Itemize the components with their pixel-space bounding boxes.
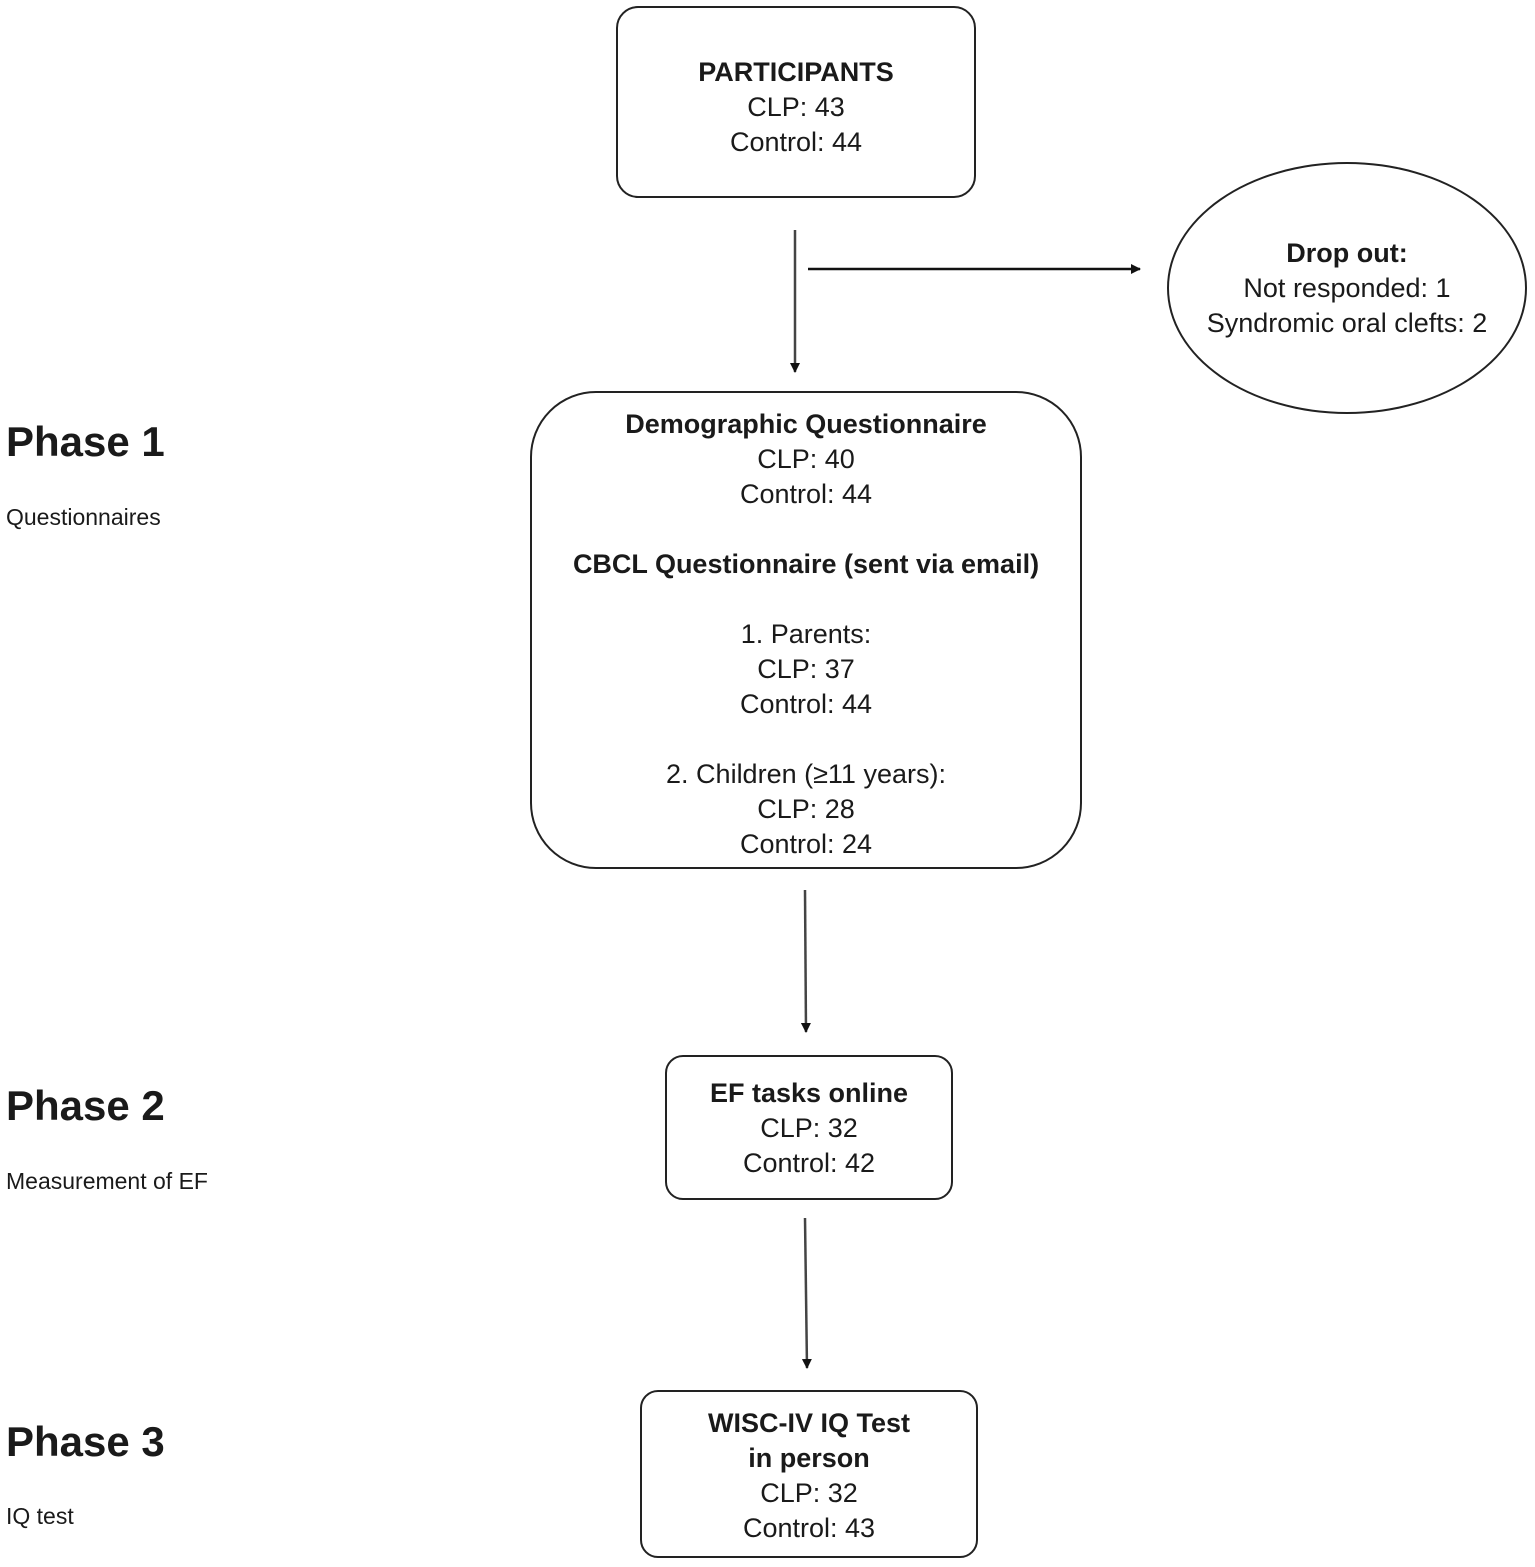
demographic-clp: CLP: 40: [757, 444, 855, 474]
phase1-subtitle: Questionnaires: [6, 504, 161, 530]
parents-label: 1. Parents:: [740, 619, 872, 649]
iq-clp: CLP: 32: [760, 1478, 858, 1508]
demographic-title: Demographic Questionnaire: [625, 409, 987, 439]
ef-clp: CLP: 32: [760, 1113, 858, 1143]
children-control: Control: 24: [739, 829, 873, 859]
ef-control: Control: 42: [742, 1148, 876, 1178]
cbcl-title: CBCL Questionnaire (sent via email): [572, 549, 1040, 579]
arrow-phase1-to-phase2: [800, 889, 811, 1033]
dropout-ellipse: Drop out: Not responded: 1 Syndromic ora…: [1167, 162, 1527, 414]
participants-control: Control: 44: [729, 127, 863, 157]
participants-clp: CLP: 43: [747, 92, 845, 122]
phase3-subtitle: IQ test: [6, 1503, 74, 1529]
parents-clp: CLP: 37: [757, 654, 855, 684]
participants-box: PARTICIPANTS CLP: 43 Control: 44: [616, 6, 976, 198]
spacer: [532, 512, 1080, 547]
phase1-heading: Phase 1: [6, 418, 165, 465]
spacer: [532, 582, 1080, 617]
phase2-heading: Phase 2: [6, 1082, 165, 1129]
arrow-phase2-to-phase3: [801, 1217, 812, 1369]
dropout-syndromic: Syndromic oral clefts: 2: [1206, 308, 1488, 338]
parents-control: Control: 44: [739, 689, 873, 719]
wisc-title-line1: WISC-IV IQ Test: [707, 1408, 910, 1438]
demographic-control: Control: 44: [739, 479, 873, 509]
ef-tasks-title: EF tasks online: [709, 1078, 909, 1108]
participants-title: PARTICIPANTS: [698, 57, 894, 87]
spacer: [532, 722, 1080, 757]
phase3-iq-box: WISC-IV IQ Test in person CLP: 32 Contro…: [640, 1390, 978, 1558]
wisc-title-line2: in person: [748, 1443, 870, 1473]
phase2-subtitle: Measurement of EF: [6, 1168, 208, 1194]
children-clp: CLP: 28: [757, 794, 855, 824]
children-label: 2. Children (≥11 years):: [666, 759, 946, 789]
phase3-heading: Phase 3: [6, 1418, 165, 1465]
dropout-not-responded: Not responded: 1: [1243, 273, 1451, 303]
iq-control: Control: 43: [742, 1513, 876, 1543]
dropout-title: Drop out:: [1286, 238, 1408, 268]
phase2-ef-box: EF tasks online CLP: 32 Control: 42: [665, 1055, 953, 1200]
phase1-questionnaire-box: Demographic Questionnaire CLP: 40 Contro…: [530, 391, 1082, 869]
